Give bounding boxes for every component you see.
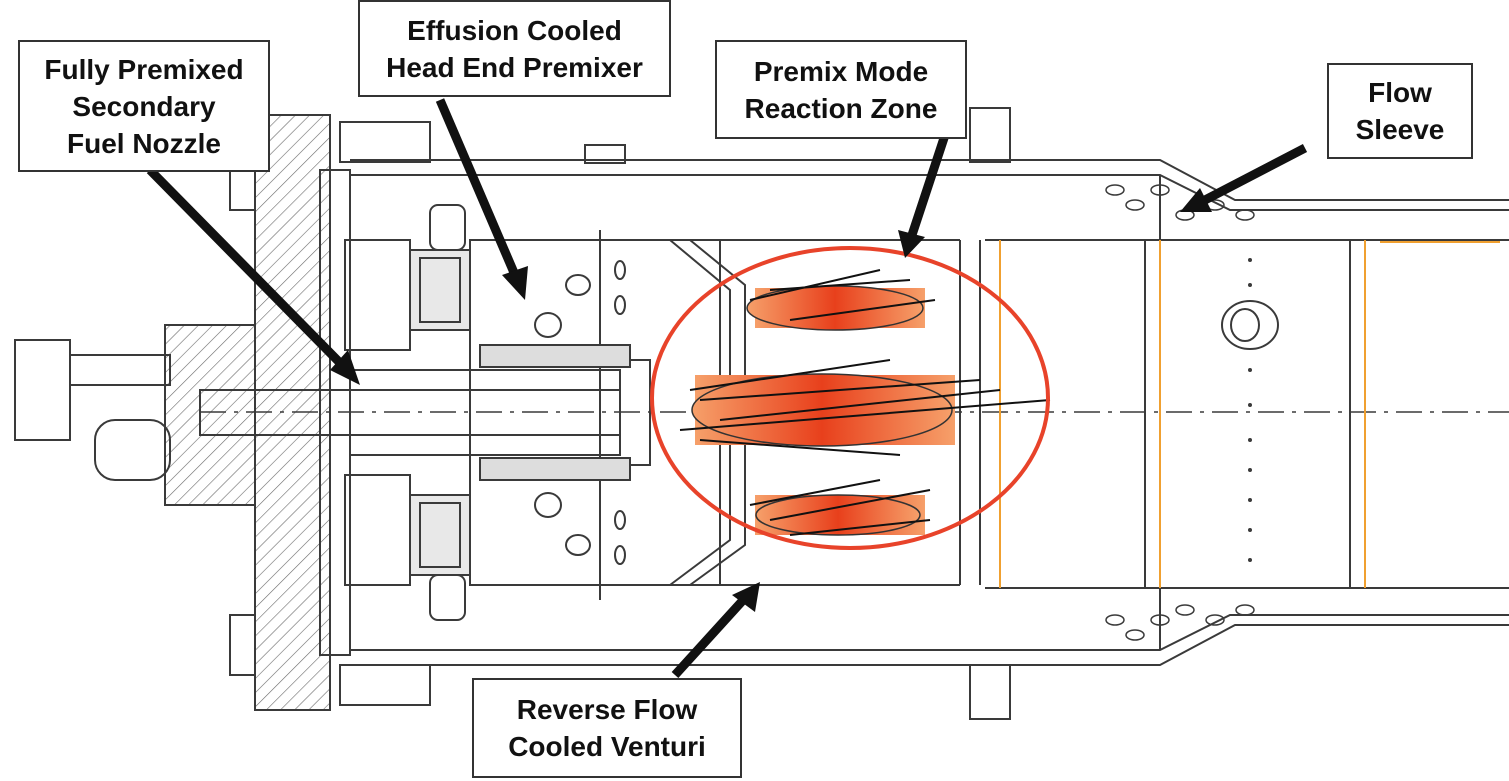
label-line: Premix Mode	[753, 55, 929, 87]
label-line: Sleeve	[1355, 114, 1445, 145]
liner-downstream	[985, 239, 1509, 589]
label-flow-sleeve: Flow Sleeve	[1327, 63, 1473, 159]
label-secondary-fuel-nozzle: Fully Premixed Secondary Fuel Nozzle	[18, 40, 270, 172]
label-line: Head End Premixer	[386, 51, 643, 83]
accent-rings	[999, 240, 1500, 588]
label-line: Reverse Flow	[516, 694, 698, 725]
label-line: Fully Premixed	[44, 53, 244, 85]
label-head-end-premixer: Effusion Cooled Head End Premixer	[358, 0, 671, 97]
label-line: Effusion Cooled	[407, 14, 622, 46]
label-line: Cooled Venturi	[508, 731, 706, 762]
callout-arrows	[146, 98, 1308, 679]
dilution-holes	[1248, 258, 1252, 562]
label-line: Fuel Nozzle	[66, 127, 221, 159]
label-reaction-zone: Premix Mode Reaction Zone	[715, 40, 967, 139]
label-cooled-venturi: Reverse Flow Cooled Venturi	[472, 678, 742, 778]
label-line: Reaction Zone	[744, 92, 938, 124]
flames	[679, 269, 1051, 536]
label-line: Secondary	[72, 90, 216, 122]
label-line: Flow	[1368, 77, 1432, 108]
premixer-assembly	[344, 204, 721, 621]
reaction-zone-ring	[650, 246, 1050, 550]
